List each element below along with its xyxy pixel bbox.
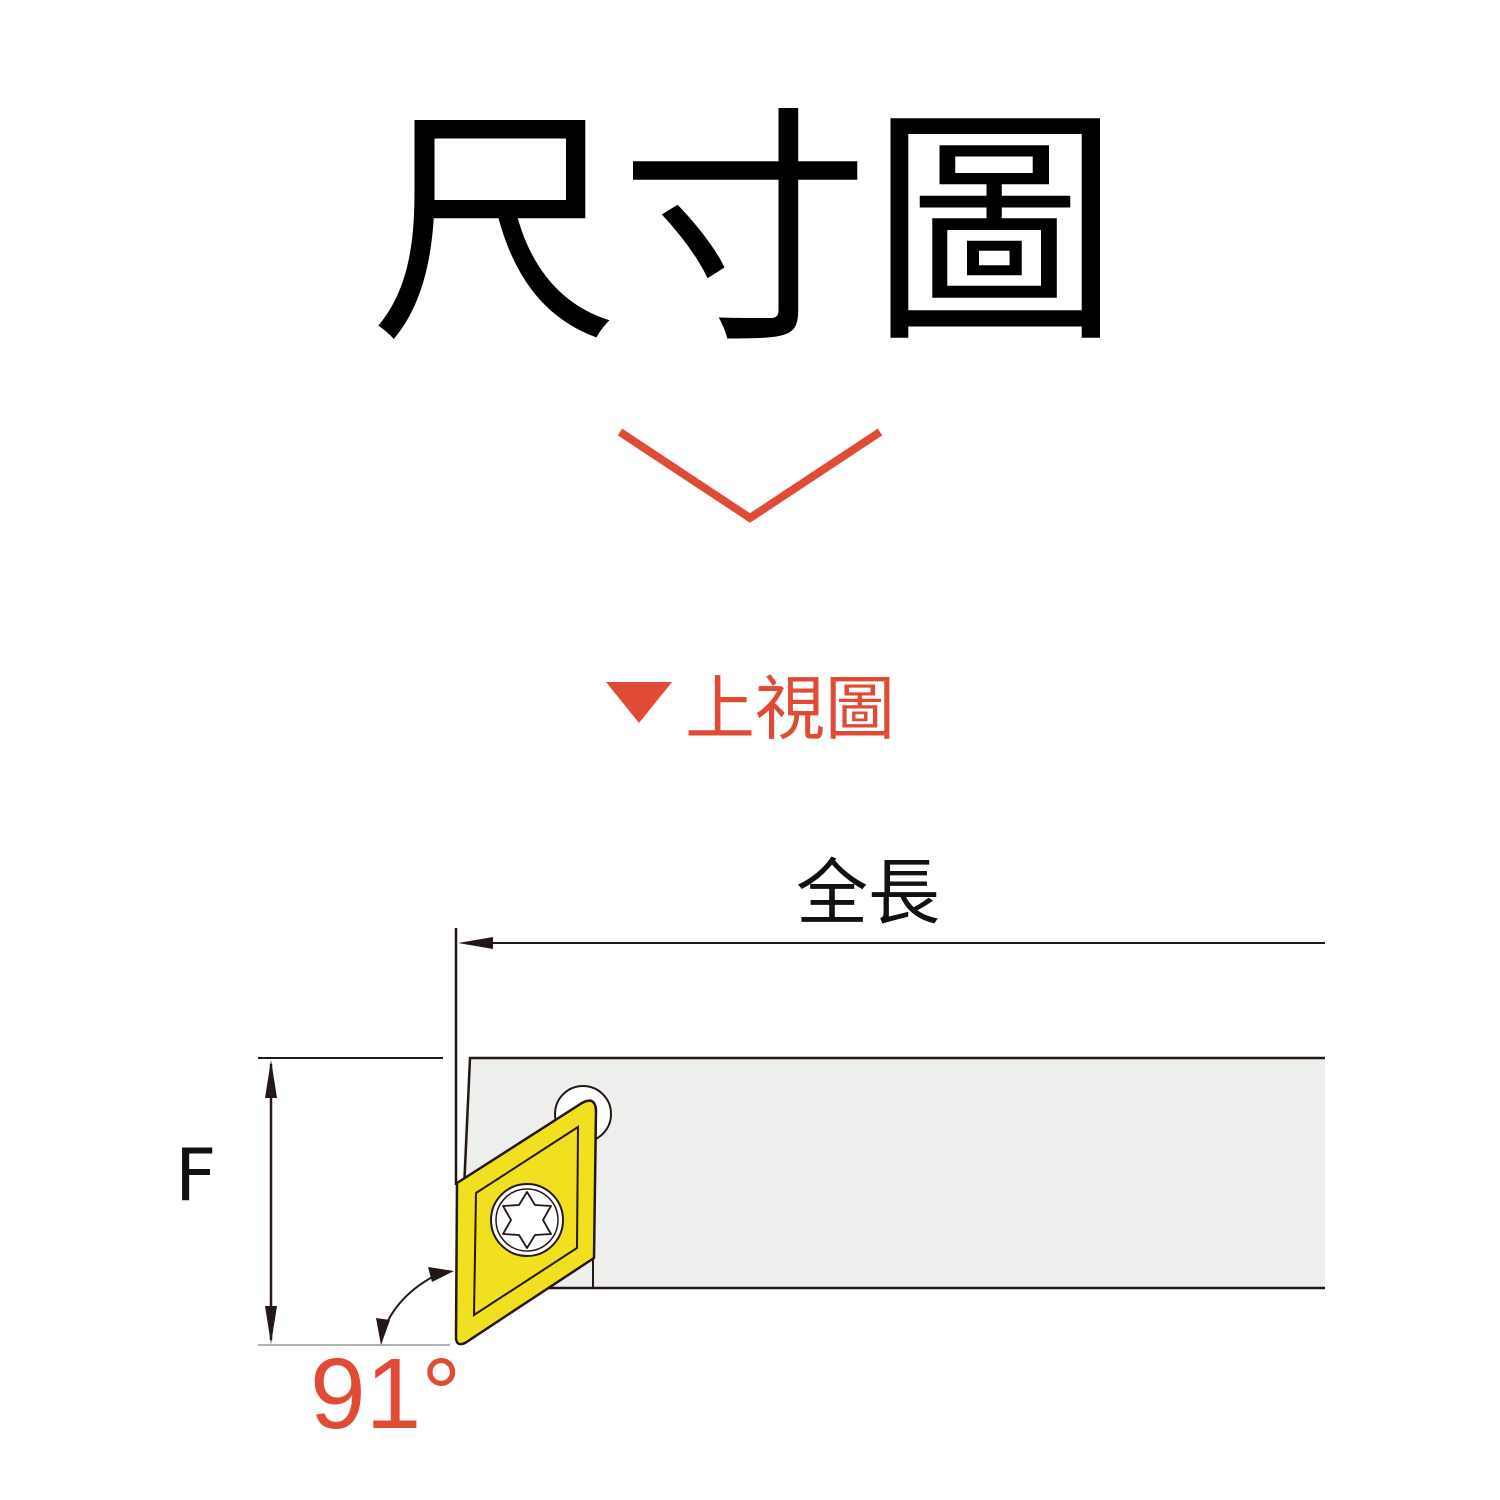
chevron-down-icon: [617, 428, 883, 523]
arrowhead: [265, 1306, 277, 1344]
section-label: 上視圖: [685, 668, 895, 750]
tool-shank: [460, 1058, 1325, 1288]
insert-inner-edge: [472, 1125, 580, 1317]
arrowhead: [265, 1060, 277, 1098]
height-label: F: [175, 1133, 216, 1217]
arrowhead: [458, 937, 493, 949]
arrowhead: [428, 1267, 454, 1282]
arrowhead: [376, 1318, 390, 1345]
triangle-down-icon: [606, 682, 672, 723]
angle-label: 91°: [310, 1338, 461, 1450]
page-title: 尺寸圖: [370, 86, 1120, 377]
angle-arc: [381, 1272, 441, 1336]
overall-length-label: 全長: [796, 851, 940, 935]
tool-shank-outline: [462, 1056, 1325, 1191]
torx-screw-icon: [502, 1191, 552, 1249]
